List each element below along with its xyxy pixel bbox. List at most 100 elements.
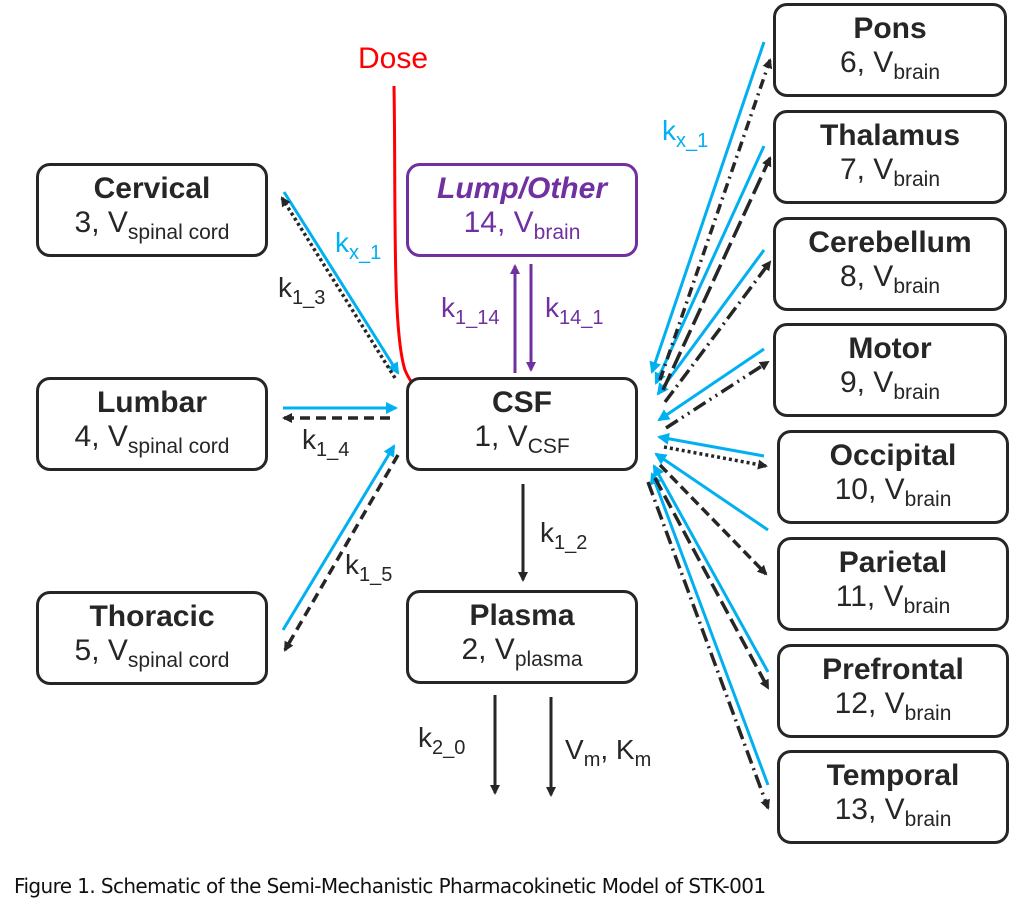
- compartment-volume: 2, Vplasma: [409, 633, 635, 670]
- compartment-name: Cervical: [93, 172, 211, 205]
- volume-subscript: spinal cord: [127, 649, 230, 672]
- arrow-csf-to-temporal: [646, 481, 770, 810]
- compartment-number: 5, V: [74, 634, 128, 667]
- rate-subscript: m: [583, 749, 601, 771]
- rate-label-k20: k2_0: [418, 723, 465, 759]
- rate-subscript: 1_4: [316, 439, 350, 461]
- rate-k: k: [662, 115, 676, 146]
- compartment-thalamus: Thalamus 7, Vbrain: [773, 110, 1007, 204]
- compartment-name: Plasma: [469, 599, 575, 632]
- compartment-name: Lump/Other: [437, 172, 607, 205]
- rate-v: V: [565, 734, 584, 765]
- compartment-name: Parietal: [838, 546, 948, 579]
- compartment-name: Occipital: [829, 439, 957, 472]
- compartment-pons: Pons 6, Vbrain: [773, 3, 1007, 97]
- rate-label-k15: k1_5: [345, 550, 392, 586]
- compartment-number: 14, V: [463, 206, 534, 239]
- rate-label-k14: k1_4: [302, 424, 349, 461]
- arrow-parietal-to-csf: [654, 452, 769, 532]
- rate-subscript: x_1: [349, 242, 382, 264]
- compartment-volume: 11, Vbrain: [780, 580, 1006, 617]
- volume-subscript: CSF: [527, 435, 570, 458]
- compartment-name: Thoracic: [89, 600, 215, 633]
- arrow-occipital-to-csf: [657, 432, 765, 458]
- rate-label-k12: k1_2: [540, 518, 587, 554]
- compartment-name: Cerebellum: [808, 226, 972, 259]
- compartment-volume: 6, Vbrain: [776, 46, 1004, 83]
- rate-label-k14-1: k14_1: [545, 292, 604, 329]
- compartment-prefrontal: Prefrontal 12, Vbrain: [777, 644, 1009, 738]
- rate-subscript: m: [634, 749, 652, 771]
- compartment-lump-other: Lump/Other 14, Vbrain: [406, 163, 638, 257]
- compartment-number: 11, V: [835, 580, 904, 613]
- compartment-motor: Motor 9, Vbrain: [773, 323, 1007, 417]
- arrows-layer: [280, 41, 773, 810]
- compartment-name: Temporal: [826, 759, 960, 792]
- compartment-number: 13, V: [834, 793, 905, 826]
- volume-subscript: brain: [904, 808, 952, 831]
- volume-subscript: brain: [903, 595, 951, 618]
- compartment-volume: 7, Vbrain: [776, 153, 1004, 190]
- arrow-cervical-to-csf: [282, 191, 400, 375]
- rate-subscript: 1_2: [554, 532, 588, 554]
- compartment-name: Pons: [853, 12, 927, 45]
- volume-subscript: brain: [893, 61, 941, 84]
- arrow-csf-to-occipital: [663, 445, 768, 470]
- compartment-cervical: Cervical 3, Vspinal cord: [36, 163, 268, 257]
- compartment-number: 8, V: [839, 260, 894, 293]
- arrow-csf-to-parietal: [658, 463, 768, 576]
- rate-subscript: 14_1: [559, 307, 604, 329]
- arrow-thoracic-to-csf: [281, 444, 396, 631]
- compartment-number: 9, V: [839, 366, 894, 399]
- rate-k: k: [545, 292, 559, 323]
- compartment-number: 7, V: [839, 153, 894, 186]
- rate-k: , K: [600, 734, 635, 765]
- compartment-volume: 12, Vbrain: [780, 687, 1006, 724]
- arrow-csf-to-motor: [665, 360, 770, 430]
- volume-subscript: brain: [533, 221, 581, 244]
- figure-caption: Figure 1. Schematic of the Semi-Mechanis…: [14, 874, 766, 898]
- rate-subscript: 1_14: [455, 307, 500, 329]
- rate-subscript: 1_5: [359, 564, 393, 586]
- rate-subscript: x_1: [676, 130, 709, 152]
- compartment-thoracic: Thoracic 5, Vspinal cord: [36, 591, 268, 685]
- rate-k: k: [302, 424, 316, 455]
- volume-subscript: brain: [904, 702, 952, 725]
- rate-label-vm-km: Vm, Km: [565, 734, 651, 771]
- compartment-number: 10, V: [834, 473, 905, 506]
- compartment-volume: 5, Vspinal cord: [39, 634, 265, 671]
- arrow-cerebellum-to-csf: [656, 249, 766, 396]
- compartment-name: Thalamus: [819, 119, 961, 152]
- compartment-number: 1, V: [474, 420, 528, 453]
- volume-subscript: brain: [893, 275, 941, 298]
- arrow-motor-to-csf: [657, 347, 765, 422]
- rate-label-kx1-right: kx_1: [662, 115, 708, 152]
- compartment-number: 2, V: [461, 633, 515, 666]
- arrow-csf-to-thalamus: [661, 156, 772, 391]
- pk-model-diagram: Dose Cervical 3, Vspinal cord Lumbar 4, …: [36, 3, 1009, 844]
- compartment-number: 12, V: [834, 687, 905, 720]
- compartment-name: Lumbar: [96, 386, 207, 419]
- rate-k: k: [441, 292, 455, 323]
- compartment-volume: 4, Vspinal cord: [39, 420, 265, 457]
- rate-subscript: 1_3: [292, 287, 326, 309]
- rate-label-k1-14: k1_14: [441, 292, 500, 329]
- compartment-volume: 3, Vspinal cord: [39, 206, 265, 243]
- volume-subscript: brain: [893, 168, 941, 191]
- compartment-temporal: Temporal 13, Vbrain: [777, 750, 1009, 844]
- compartment-name: Prefrontal: [822, 653, 964, 686]
- arrow-csf-to-cerebellum: [663, 260, 772, 404]
- rate-subscript: 2_0: [432, 737, 466, 759]
- compartment-volume: 8, Vbrain: [776, 260, 1004, 297]
- arrow-prefrontal-to-csf: [652, 464, 770, 673]
- volume-subscript: brain: [904, 488, 952, 511]
- arrow-thalamus-to-csf: [654, 145, 766, 385]
- rate-k: k: [335, 227, 349, 258]
- compartment-number: 3, V: [74, 206, 128, 239]
- rate-label-k13: k1_3: [278, 273, 325, 309]
- compartment-csf: CSF 1, VCSF: [406, 377, 638, 471]
- dose-label: Dose: [358, 42, 429, 75]
- compartment-occipital: Occipital 10, Vbrain: [777, 430, 1009, 524]
- compartment-name: Motor: [848, 332, 932, 365]
- arrow-temporal-to-csf: [649, 472, 770, 786]
